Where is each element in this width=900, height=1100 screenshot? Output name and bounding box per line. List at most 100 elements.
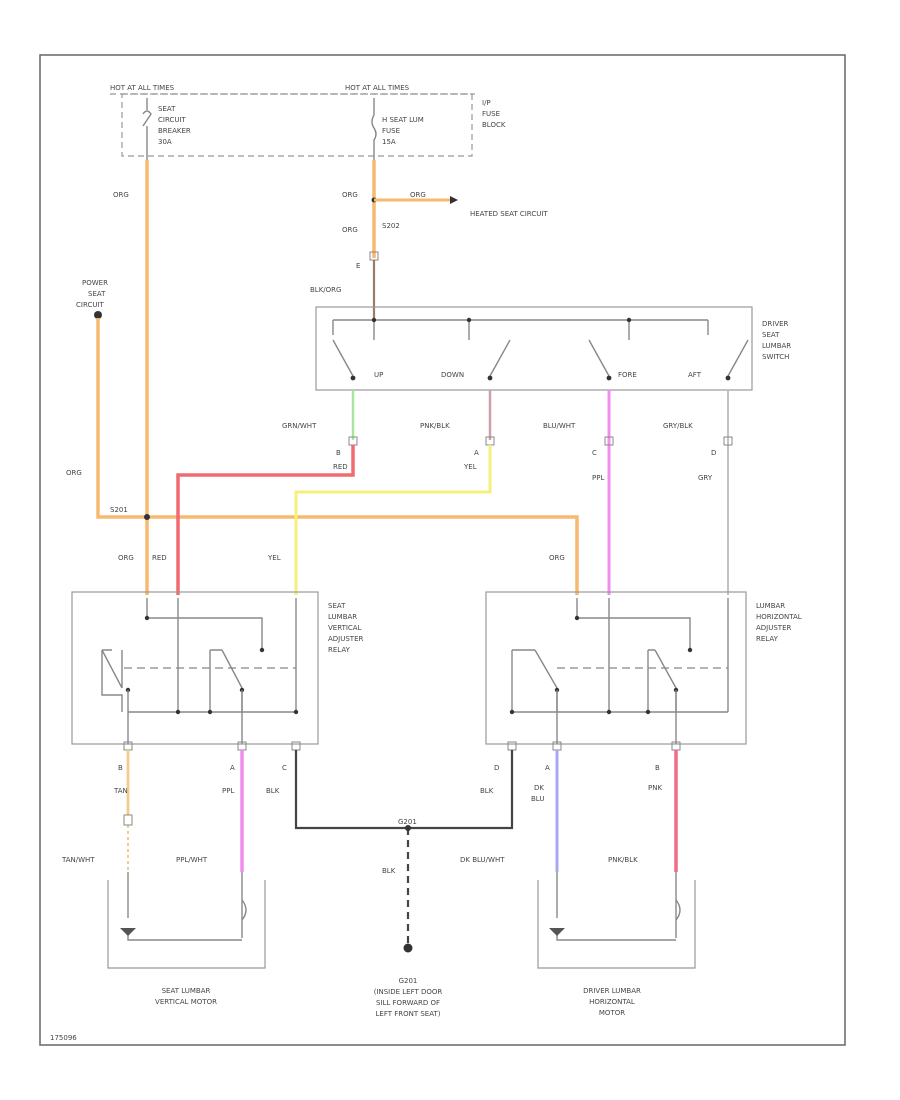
vertical-relay-title-2: LUMBAR [328,613,357,621]
connector [723,436,733,446]
horizontal-relay-title-3: ADJUSTER [756,624,792,632]
relay-node [293,709,299,715]
relay-node [259,647,265,653]
relay-node [574,615,580,621]
switch-bus-node [466,317,472,323]
switch-contact-aft [727,339,749,377]
fuse-line-2: FUSE [382,127,400,135]
hot-at-all-times-right: HOT AT ALL TIMES [345,84,410,92]
switch-position-up: UP [374,371,383,379]
power-seat-line-1: POWER [82,279,108,287]
horizontal-relay-title-4: RELAY [756,635,779,643]
switch-bus-node [371,317,377,323]
power-seat-terminal [94,311,102,319]
heated-wire-label: ORG [410,191,426,199]
connector [291,741,301,751]
wire-label-gry-blk: GRY/BLK [663,422,693,430]
wire-label-ppl-lower: PPL [222,787,234,795]
heated-seat-label: HEATED SEAT CIRCUIT [470,210,548,218]
switch-pin-c: C [592,449,597,457]
fuse-block-dashed-box [121,93,473,157]
hrelay-pin-d: D [494,764,499,772]
wire-label-yel-vert-relay: YEL [267,554,281,562]
connector [507,741,517,751]
wire-label-grn-wht: GRN/WHT [282,422,317,430]
switch-contact-node [350,375,356,381]
switch-contact-up [332,339,354,377]
hrelay-pin-b: B [655,764,660,772]
switch-bus-node [626,317,632,323]
switch-box [315,306,753,391]
switch-contact-node [725,375,731,381]
relay-node [509,709,515,715]
vertical-motor-symbol [120,928,136,936]
hot-at-all-times-left: HOT AT ALL TIMES [110,84,175,92]
switch-title-4: SWITCH [762,353,789,361]
switch-contact-fore [588,339,610,377]
figure-code: 175096 [50,1034,77,1042]
hrelay-pin-a: A [545,764,550,772]
wire-label-gry: GRY [698,474,713,482]
wire-label-blk-h: BLK [480,787,494,795]
wire-label-blk-v: BLK [266,787,280,795]
wire-red [176,445,355,595]
wire-label-dk-blu-wht: DK BLU/WHT [460,856,505,864]
wire-label-yel: YEL [463,463,477,471]
switch-position-aft: AFT [688,371,702,379]
fuse-line-3: 15A [382,138,396,146]
vertical-relay-box [71,591,319,745]
switch-contact-node [606,375,612,381]
wire-label-dk-blu-2: BLU [531,795,544,803]
switch-position-fore: FORE [618,371,637,379]
ground-label-1: G201 [399,977,418,985]
vrelay-pin-b: B [118,764,123,772]
wire-label-dk-blu-1: DK [534,784,544,792]
horizontal-relay-internal [511,598,729,713]
wire-label-org-power: ORG [66,469,82,477]
splice-s201-dot [144,514,150,520]
wire-label-blk-org: BLK/ORG [310,286,341,294]
power-seat-line-2: SEAT [88,290,106,298]
wire-label-tan-wht: TAN/WHT [61,856,95,864]
vertical-motor-coil [241,899,247,921]
switch-pin-a: A [474,449,479,457]
vrelay-pin-c: C [282,764,287,772]
relay-node [175,709,181,715]
relay-node [687,647,693,653]
splice-g201-label: G201 [398,818,417,826]
relay-node [207,709,213,715]
horizontal-motor-circuit [556,872,677,941]
wire-label-org-lower: ORG [342,226,358,234]
horizontal-relay-title-1: LUMBAR [756,602,785,610]
relay-node [144,615,150,621]
fuse-line-1: H SEAT LUM [382,116,424,124]
switch-contact-down [489,339,511,377]
ground-g201-point [403,943,413,953]
wire-label-org-horiz-relay: ORG [549,554,565,562]
vertical-motor-label-1: SEAT LUMBAR [162,987,211,995]
wire-label-pnk: PNK [648,784,662,792]
vertical-relay-internal [101,598,297,713]
wire-label-ppl-wht: PPL/WHT [176,856,208,864]
wire-label-blu-wht: BLU/WHT [543,422,576,430]
heated-seat-arrow [450,196,458,204]
splice-s201-label: S201 [110,506,128,514]
horizontal-motor-coil [675,899,681,921]
breaker-line-2: CIRCUIT [158,116,187,124]
horizontal-motor-label-3: MOTOR [599,1009,625,1017]
wire-org-power-seat [96,318,579,595]
horizontal-motor-label-1: DRIVER LUMBAR [583,987,641,995]
diagram-frame [39,54,846,1046]
wire-label-pnk-blk-motor: PNK/BLK [608,856,638,864]
vertical-relay-title-5: RELAY [328,646,351,654]
block-line-3: BLOCK [482,121,506,129]
connector [604,436,614,446]
circuit-breaker-symbol [142,98,152,160]
ground-bus-dot [405,825,411,831]
wire-label-blk-ground: BLK [382,867,396,875]
breaker-line-4: 30A [158,138,172,146]
ground-label-2: (INSIDE LEFT DOOR [374,988,443,996]
horizontal-motor-symbol [549,928,565,936]
breaker-line-3: BREAKER [158,127,191,135]
